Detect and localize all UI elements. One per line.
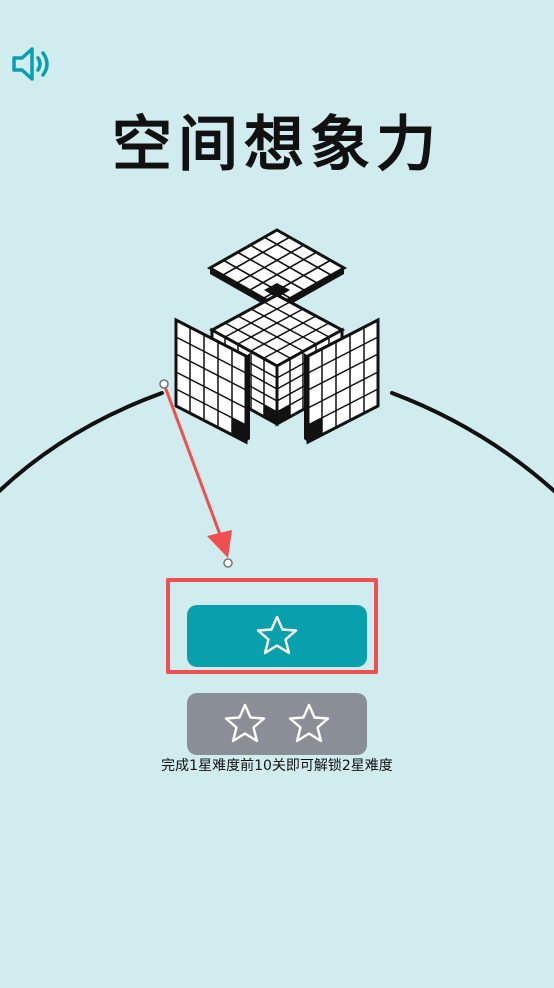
star-icon: [256, 615, 298, 655]
sound-toggle-button[interactable]: [10, 44, 56, 84]
difficulty-1-star-button[interactable]: [187, 605, 367, 667]
star-icon: [225, 703, 266, 743]
game-title: 空间想象力: [112, 110, 442, 180]
star-icon: [288, 703, 329, 743]
unlock-hint-text: 完成1星难度前10关即可解锁2星难度: [161, 758, 393, 774]
cube-illustration: [174, 228, 380, 445]
difficulty-2-star-button[interactable]: [187, 693, 367, 755]
speaker-icon: [12, 47, 49, 81]
annotation-highlight-box: [166, 578, 378, 674]
